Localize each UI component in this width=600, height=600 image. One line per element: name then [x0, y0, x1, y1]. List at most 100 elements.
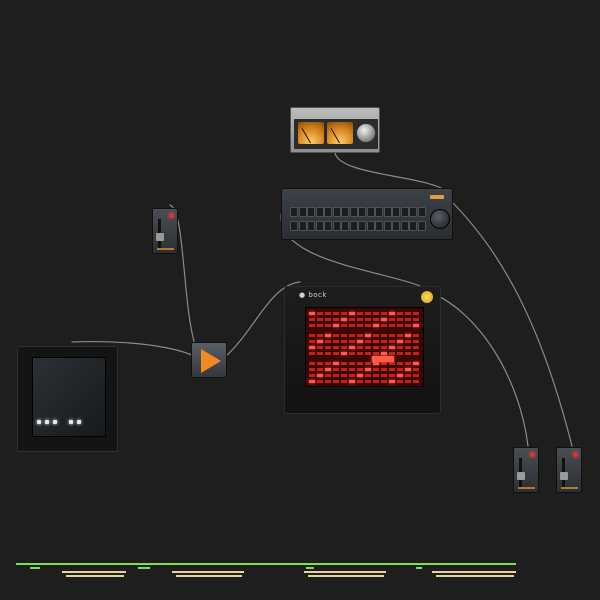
pad-grid-device[interactable]	[17, 346, 118, 452]
fader-module-bottom-1[interactable]	[513, 447, 539, 493]
fader-handle[interactable]	[560, 472, 568, 480]
sequencer-cell	[349, 362, 355, 365]
midi-controller-device[interactable]	[281, 188, 453, 240]
fader-handle[interactable]	[517, 472, 525, 480]
timeline-clip[interactable]	[416, 567, 422, 569]
fader-module-left[interactable]	[152, 208, 178, 254]
sequencer-cell	[365, 324, 371, 327]
controller-pad-button[interactable]	[400, 207, 409, 217]
sequencer-cell	[389, 362, 395, 365]
controller-pad-button[interactable]	[307, 207, 315, 217]
timeline-clip[interactable]	[138, 567, 150, 569]
controller-pad-button[interactable]	[417, 207, 426, 217]
timeline-clip[interactable]	[176, 575, 242, 577]
play-icon[interactable]	[201, 349, 221, 373]
sequencer-cell	[397, 362, 403, 365]
controller-pad-button[interactable]	[366, 221, 375, 231]
sequencer-cell	[357, 334, 363, 337]
controller-pad-button[interactable]	[375, 221, 383, 231]
player-device[interactable]	[191, 342, 227, 378]
timeline-strip[interactable]	[16, 563, 516, 583]
controller-pad-button[interactable]	[358, 207, 366, 217]
sequencer-cell	[317, 362, 323, 365]
fader-handle[interactable]	[156, 233, 164, 241]
sequencer-cell	[397, 368, 403, 371]
timeline-clip[interactable]	[16, 563, 516, 565]
timeline-clip[interactable]	[436, 575, 514, 577]
timeline-clip[interactable]	[432, 571, 516, 573]
timeline-clip[interactable]	[306, 567, 314, 569]
sequencer-cell	[341, 346, 347, 349]
controller-pad-button[interactable]	[298, 207, 307, 217]
controller-pad-button[interactable]	[375, 207, 383, 217]
sequencer-cell	[373, 352, 379, 355]
star-badge-icon[interactable]	[421, 291, 433, 303]
controller-pad-button[interactable]	[349, 207, 358, 217]
controller-pad-button[interactable]	[332, 207, 341, 217]
sequencer-cell	[373, 374, 379, 377]
controller-pad-button[interactable]	[383, 221, 392, 231]
sequencer-cell	[349, 312, 355, 315]
timeline-clip[interactable]	[62, 571, 126, 573]
sequencer-cell	[413, 324, 419, 327]
controller-pad-button[interactable]	[392, 207, 400, 217]
timeline-clip[interactable]	[304, 571, 386, 573]
sequencer-cell	[381, 380, 387, 383]
sequencer-cell	[389, 352, 395, 355]
controller-pad-button[interactable]	[417, 221, 426, 231]
controller-pad-button[interactable]	[332, 221, 341, 231]
controller-pad-button[interactable]	[341, 207, 349, 217]
sequencer-cell	[309, 380, 315, 383]
sequencer-cell	[405, 346, 411, 349]
sequencer-cell	[325, 352, 331, 355]
timeline-clip[interactable]	[308, 575, 384, 577]
controller-pad-button[interactable]	[409, 207, 417, 217]
sequencer-cell	[325, 368, 331, 371]
sequencer-cell	[413, 312, 419, 315]
controller-pad-button[interactable]	[409, 221, 417, 231]
controller-pad-button[interactable]	[298, 221, 307, 231]
sequencer-screen[interactable]	[305, 307, 424, 387]
sequencer-cell	[349, 380, 355, 383]
timeline-clip[interactable]	[172, 571, 244, 573]
controller-display	[430, 195, 444, 199]
sequencer-cell	[309, 340, 315, 343]
controller-pad-button[interactable]	[307, 221, 315, 231]
controller-pad-button[interactable]	[392, 221, 400, 231]
controller-pad-button[interactable]	[324, 221, 332, 231]
sequencer-cell	[381, 368, 387, 371]
controller-pad-button[interactable]	[324, 207, 332, 217]
sequencer-cell	[413, 380, 419, 383]
controller-pad-button[interactable]	[400, 221, 409, 231]
sequencer-cell	[317, 380, 323, 383]
led-indicator	[530, 452, 535, 457]
sequencer-cell	[405, 368, 411, 371]
controller-pad-button[interactable]	[383, 207, 392, 217]
controller-pad-button[interactable]	[349, 221, 358, 231]
sequencer-device[interactable]: ● bock	[284, 286, 441, 414]
controller-pad-button[interactable]	[366, 207, 375, 217]
controller-main-knob[interactable]	[430, 209, 450, 229]
sequencer-cell	[325, 362, 331, 365]
sequencer-cell	[381, 374, 387, 377]
cable	[449, 199, 573, 447]
vu-meter-device[interactable]	[290, 107, 380, 153]
pad-screen[interactable]	[32, 357, 106, 437]
controller-pad-button[interactable]	[290, 221, 298, 231]
timeline-clip[interactable]	[66, 575, 124, 577]
sequencer-cell	[365, 368, 371, 371]
sequencer-cell	[413, 374, 419, 377]
sequencer-cell	[309, 374, 315, 377]
sequencer-cell	[389, 346, 395, 349]
timeline-clip[interactable]	[30, 567, 40, 569]
controller-pad-button[interactable]	[341, 221, 349, 231]
fader-label-strip	[157, 248, 174, 250]
fader-module-bottom-2[interactable]	[556, 447, 582, 493]
controller-pad-button[interactable]	[315, 221, 324, 231]
knob-icon[interactable]	[356, 123, 376, 143]
sequencer-cell	[309, 346, 315, 349]
controller-pad-button[interactable]	[290, 207, 298, 217]
controller-pad-button[interactable]	[315, 207, 324, 217]
controller-pad-button[interactable]	[358, 221, 366, 231]
